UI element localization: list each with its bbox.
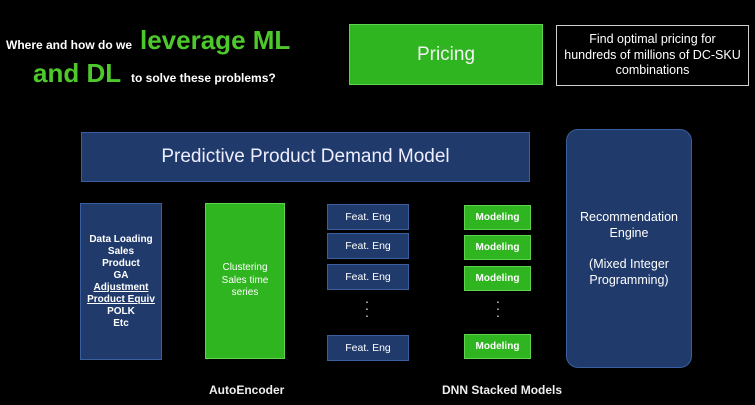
modeling-box: Modeling (464, 266, 531, 291)
modeling-label: Modeling (475, 341, 520, 352)
autoencoder-caption: AutoEncoder (209, 383, 285, 397)
clustering-box: Clustering Sales time series (205, 203, 285, 359)
modeling-box: Modeling (464, 205, 531, 230)
question-line1-emphasis: leverage ML (140, 25, 291, 55)
feature-eng-label: Feat. Eng (345, 342, 391, 354)
data-item: Product Equiv (87, 293, 155, 305)
question-line1-prefix: Where and how do we (6, 38, 133, 52)
data-item: POLK (107, 305, 135, 317)
feature-eng-box: Feat. Eng (327, 233, 409, 259)
recommendation-line: Recommendation (580, 210, 678, 224)
modeling-box: Modeling (464, 334, 531, 359)
feature-eng-label: Feat. Eng (345, 211, 391, 223)
goal-line: Find optimal pricing for (589, 32, 716, 47)
recommendation-line: (Mixed Integer (589, 256, 669, 271)
clustering-line: Sales time (221, 274, 269, 286)
data-item: Data Loading (89, 233, 153, 245)
feature-eng-label: Feat. Eng (345, 240, 391, 252)
pricing-box: Pricing (349, 24, 543, 85)
data-item: Adjustment (93, 281, 149, 293)
recommendation-engine-box: Recommendation Engine (Mixed Integer Pro… (566, 129, 692, 368)
data-item: Product (102, 257, 140, 269)
goal-line: combinations (615, 63, 690, 78)
data-item: Etc (113, 317, 129, 329)
question-line2-suffix: to solve these problems? (131, 71, 276, 85)
feature-eng-box: Feat. Eng (327, 204, 409, 230)
modeling-label: Modeling (475, 212, 520, 223)
goal-box: Find optimal pricing for hundreds of mil… (556, 25, 749, 86)
feature-eng-box: Feat. Eng (327, 264, 409, 290)
feature-eng-label: Feat. Eng (345, 271, 391, 283)
recommendation-line: Programming) (589, 272, 669, 287)
data-item: Sales (107, 245, 135, 257)
pricing-label: Pricing (416, 43, 476, 65)
modeling-label: Modeling (475, 242, 520, 253)
goal-line: hundreds of millions of DC-SKU (564, 47, 741, 62)
demand-model-label: Predictive Product Demand Model (161, 146, 450, 167)
modeling-box: Modeling (464, 235, 531, 260)
modeling-label: Modeling (475, 273, 520, 284)
question-line2-emphasis: and DL (33, 58, 122, 88)
data-sources-box: Data Loading Sales Product GA Adjustment… (80, 203, 162, 360)
feature-eng-box: Feat. Eng (327, 335, 409, 361)
clustering-line: series (231, 287, 259, 299)
modeling-ellipsis: ··· (495, 293, 501, 323)
dnn-caption: DNN Stacked Models (442, 383, 563, 397)
feature-ellipsis: ··· (364, 293, 370, 323)
demand-model-box: Predictive Product Demand Model (81, 132, 530, 182)
data-item: GA (113, 269, 129, 281)
clustering-line: Clustering (222, 262, 268, 274)
recommendation-line: Engine (609, 226, 649, 241)
